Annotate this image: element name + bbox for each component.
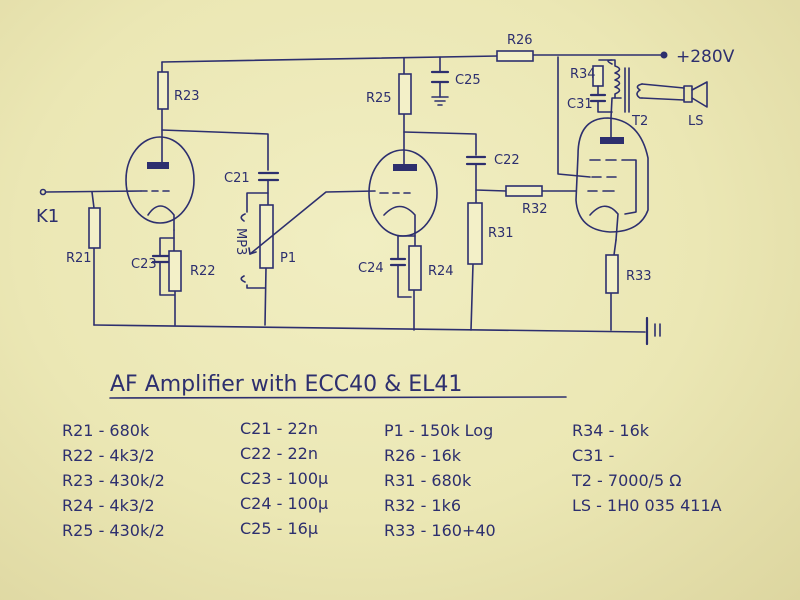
parts-list-column-1: R21 - 680k R22 - 4k3/2 R23 - 430k/2 R24 … xyxy=(62,418,165,543)
part-entry: C21 - 22n xyxy=(240,419,318,438)
potentiometer-p1 xyxy=(259,204,274,269)
part-entry: P1 - 150k Log xyxy=(384,421,494,440)
part-entry: R33 - 160+40 xyxy=(384,521,496,540)
label-t2: T2 xyxy=(631,114,648,129)
part-entry: R21 - 680k xyxy=(62,421,150,440)
part-entry: R25 - 430k/2 xyxy=(62,521,165,540)
tube-v2 xyxy=(368,149,438,237)
label-mp3: MP3 xyxy=(233,228,248,255)
resistor-r24 xyxy=(408,245,422,291)
part-entry: R22 - 4k3/2 xyxy=(62,446,155,465)
label-c24: C24 xyxy=(358,261,384,276)
part-entry: C22 - 22n xyxy=(240,444,318,463)
part-entry: R32 - 1k6 xyxy=(384,496,462,515)
ground-rail xyxy=(93,316,661,346)
part-entry: C31 - xyxy=(572,446,615,465)
label-c22: C22 xyxy=(494,153,520,168)
label-r32: R32 xyxy=(522,202,548,217)
parts-list-column-3: P1 - 150k Log R26 - 16k R31 - 680k R32 -… xyxy=(384,418,496,543)
resistor-r33 xyxy=(605,254,619,294)
label-c25: C25 xyxy=(455,73,481,88)
parts-list-column-4: R34 - 16k C31 - T2 - 7000/5 Ω LS - 1H0 0… xyxy=(572,418,722,518)
resistor-r22 xyxy=(168,250,182,292)
label-c21: C21 xyxy=(224,171,250,186)
supply-voltage-label: +280V xyxy=(676,47,735,67)
part-entry: R24 - 4k3/2 xyxy=(62,496,155,515)
supply-rail xyxy=(161,51,668,63)
label-r33: R33 xyxy=(626,269,652,284)
parts-list-column-2: C21 - 22n C22 - 22n C23 - 100µ C24 - 100… xyxy=(240,416,328,541)
label-ls: LS xyxy=(688,114,704,129)
resistor-r31 xyxy=(467,202,483,265)
part-entry: R34 - 16k xyxy=(572,421,650,440)
title-underline xyxy=(109,396,567,399)
resistor-r26 xyxy=(496,50,534,62)
label-r23: R23 xyxy=(174,89,200,104)
label-k1: K1 xyxy=(36,206,59,227)
tube-v1 xyxy=(125,136,195,231)
label-r34: R34 xyxy=(570,67,596,82)
part-entry: R26 - 16k xyxy=(384,446,462,465)
label-r31: R31 xyxy=(488,226,514,241)
label-r24: R24 xyxy=(428,264,454,279)
label-c31: C31 xyxy=(567,97,593,112)
resistor-r32 xyxy=(505,185,543,197)
part-entry: C24 - 100µ xyxy=(240,494,329,513)
input-k1-terminal[interactable] xyxy=(39,188,47,196)
resistor-r25 xyxy=(398,73,412,115)
resistor-r21 xyxy=(88,207,101,249)
label-r22: R22 xyxy=(190,264,216,279)
part-entry: T2 - 7000/5 Ω xyxy=(572,471,682,490)
part-entry: C25 - 16µ xyxy=(240,519,319,538)
part-entry: LS - 1H0 035 411A xyxy=(572,496,722,515)
part-entry: C23 - 100µ xyxy=(240,469,329,488)
label-r21: R21 xyxy=(66,251,92,266)
resistor-r23 xyxy=(157,71,169,110)
diagram-title: AF Amplifier with ECC40 & EL41 xyxy=(110,372,462,397)
part-entry: R23 - 430k/2 xyxy=(62,471,165,490)
part-entry: R31 - 680k xyxy=(384,471,472,490)
label-r25: R25 xyxy=(366,91,392,106)
output-transformer-t2 xyxy=(624,67,643,113)
loudspeaker-ls xyxy=(641,81,708,108)
tube-v3 xyxy=(575,117,649,241)
label-c23: C23 xyxy=(131,257,157,272)
label-r26: R26 xyxy=(507,33,533,48)
label-p1: P1 xyxy=(280,251,296,266)
